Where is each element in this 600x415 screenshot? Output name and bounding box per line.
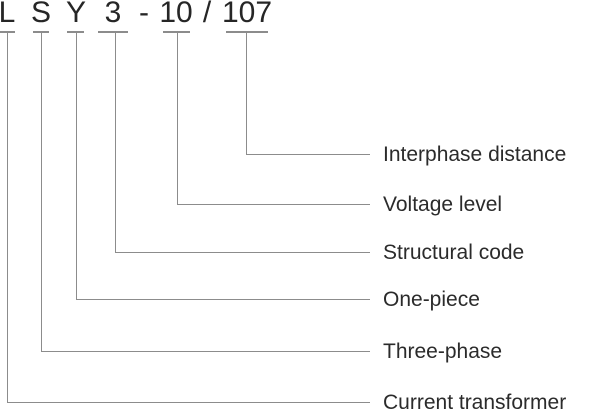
tick-mark-107 (226, 31, 268, 33)
mapping-label-interphase-distance: Interphase distance (383, 143, 567, 166)
tick-mark-Y (67, 31, 84, 33)
code-token-Y: Y (65, 0, 87, 29)
mapping-label-structural-code: Structural code (383, 241, 525, 264)
mapping-label-three-phase: Three-phase (383, 340, 503, 363)
mapping-label-voltage-level: Voltage level (383, 193, 503, 216)
code-separator-slash: / (202, 0, 212, 29)
connector-line-S (41, 32, 370, 352)
tick-mark-10 (163, 31, 190, 33)
mapping-label-current-transformer: Current transformer (383, 391, 567, 414)
connector-line-107 (246, 32, 370, 155)
tick-mark-3 (98, 31, 128, 33)
code-token-3: 3 (104, 0, 122, 29)
code-token-S: S (30, 0, 52, 29)
code-token-10: 10 (159, 0, 193, 29)
connector-line-Y (76, 32, 370, 300)
code-token-L: L (0, 0, 16, 29)
connector-line-10 (177, 32, 370, 205)
connector-line-L (7, 32, 370, 403)
code-separator-dash: - (139, 0, 149, 29)
connector-line-3 (115, 32, 370, 253)
code-token-107: 107 (221, 0, 273, 29)
mapping-label-one-piece: One-piece (383, 288, 480, 311)
